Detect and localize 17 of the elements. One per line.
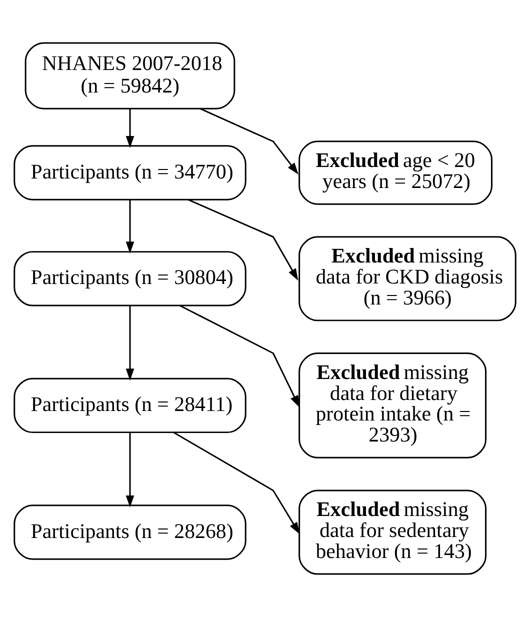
node-box: Excluded missing data for sedentary behavior (n = 143) xyxy=(298,490,487,575)
arrow xyxy=(126,109,134,148)
arrow xyxy=(173,432,300,534)
node-box: Participants (n = 28411) xyxy=(14,378,246,434)
arrow xyxy=(126,306,134,381)
arrow xyxy=(200,108,298,175)
arrow xyxy=(126,432,134,508)
node-box: Participants (n = 28268) xyxy=(14,504,246,560)
node-box: Participants (n = 30804) xyxy=(14,251,246,306)
arrow xyxy=(126,200,134,254)
arrow xyxy=(179,304,300,408)
node-box: NHANES 2007-2018 (n = 59842) xyxy=(24,42,236,110)
node-box: Excluded missing data for dietary protein intake (n = 2393) xyxy=(298,352,487,458)
node-box: Participants (n = 34770) xyxy=(14,145,246,200)
node-box: Excluded age < 20 years (n = 25072) xyxy=(298,140,492,205)
arrow xyxy=(188,199,298,281)
node-box: Excluded missing data for CKD diagosis (n = 3966) xyxy=(298,236,516,322)
